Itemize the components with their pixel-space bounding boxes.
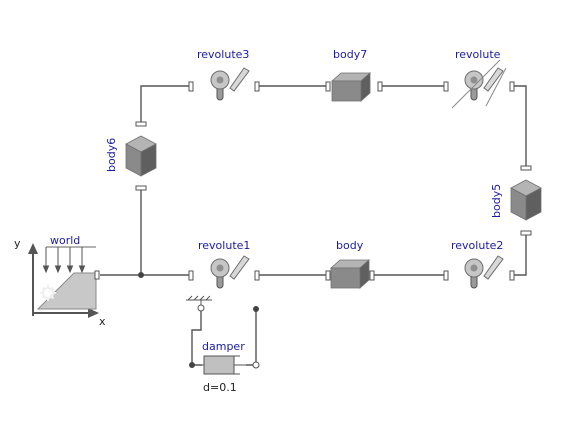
revolute-component[interactable]: revolute xyxy=(443,48,515,109)
body6-frame-a[interactable] xyxy=(135,121,147,127)
cube-icon xyxy=(125,135,157,177)
revolute-joint-icon xyxy=(464,255,504,289)
revolute3-component[interactable]: revolute3 xyxy=(188,48,260,101)
body5-component[interactable]: body5 xyxy=(490,165,542,236)
body-component[interactable]: body xyxy=(325,239,375,289)
body7-label: body7 xyxy=(333,48,367,61)
y-axis-label: y xyxy=(14,237,21,250)
world-y-arrowhead xyxy=(28,243,38,254)
world-component[interactable]: world y x xyxy=(14,234,106,328)
body6-frame-b[interactable] xyxy=(135,185,147,191)
body7-frame-b[interactable] xyxy=(377,81,383,92)
body7-frame-a[interactable] xyxy=(325,81,331,92)
gravity-arrows xyxy=(42,247,86,274)
body6-component[interactable]: body6 xyxy=(105,121,157,191)
cube-icon xyxy=(331,72,371,102)
damper-flange-b[interactable] xyxy=(252,361,260,369)
revolute2-frame-b[interactable] xyxy=(509,270,515,281)
revolute3-label: revolute3 xyxy=(197,48,249,61)
damper-flange-a[interactable] xyxy=(190,363,194,367)
damper-component[interactable]: damper d=0.1 xyxy=(190,340,260,394)
revolute1-support-flange xyxy=(186,295,212,306)
world-x-arrowhead xyxy=(88,308,99,318)
body-frame-b[interactable] xyxy=(369,270,375,281)
world-label: world xyxy=(50,234,80,247)
cube-icon xyxy=(510,179,542,221)
body6-label: body6 xyxy=(105,138,118,172)
revolute-joint-icon xyxy=(210,255,250,289)
revolute3-frame-a[interactable] xyxy=(188,81,194,92)
revolute1-component[interactable]: revolute1 xyxy=(186,239,260,312)
revolute2-component[interactable]: revolute2 xyxy=(443,239,515,289)
damper-housing xyxy=(203,355,235,375)
damper-junction-b xyxy=(253,306,259,312)
revolute-frame-b[interactable] xyxy=(509,81,515,92)
body-frame-a[interactable] xyxy=(325,270,331,281)
revolute1-frame-a[interactable] xyxy=(188,270,194,281)
x-axis-label: x xyxy=(99,315,106,328)
revolute2-label: revolute2 xyxy=(451,239,503,252)
revolute-disabled-slashes xyxy=(451,59,507,109)
body7-component[interactable]: body7 xyxy=(325,48,383,102)
revolute1-label: revolute1 xyxy=(198,239,250,252)
body5-frame-b[interactable] xyxy=(520,230,532,236)
revolute1-support[interactable] xyxy=(197,304,205,312)
wire-body6-revolute3 xyxy=(140,85,190,124)
damper-parameter: d=0.1 xyxy=(203,381,237,394)
revolute-label: revolute xyxy=(455,48,501,61)
gear-icon xyxy=(40,285,56,301)
world-frame-connector[interactable] xyxy=(94,270,100,280)
body5-label: body5 xyxy=(490,184,503,218)
junction-dot xyxy=(138,272,144,278)
damper-label: damper xyxy=(202,340,245,353)
wire-revolute1-damper-a xyxy=(191,308,202,366)
world-ramp xyxy=(36,272,97,310)
revolute2-frame-a[interactable] xyxy=(443,270,449,281)
body5-frame-a[interactable] xyxy=(520,165,532,171)
revolute-frame-a[interactable] xyxy=(443,81,449,92)
wire-body5-revolute2 xyxy=(512,233,527,276)
revolute3-frame-b[interactable] xyxy=(254,81,260,92)
revolute-joint-icon xyxy=(210,67,250,101)
cube-icon xyxy=(330,259,370,289)
connections xyxy=(100,85,527,366)
wire-revolute1-damper-b xyxy=(246,309,257,366)
revolute1-frame-b[interactable] xyxy=(254,270,260,281)
wire-revolute-body5 xyxy=(512,85,527,168)
body-label: body xyxy=(336,239,364,252)
